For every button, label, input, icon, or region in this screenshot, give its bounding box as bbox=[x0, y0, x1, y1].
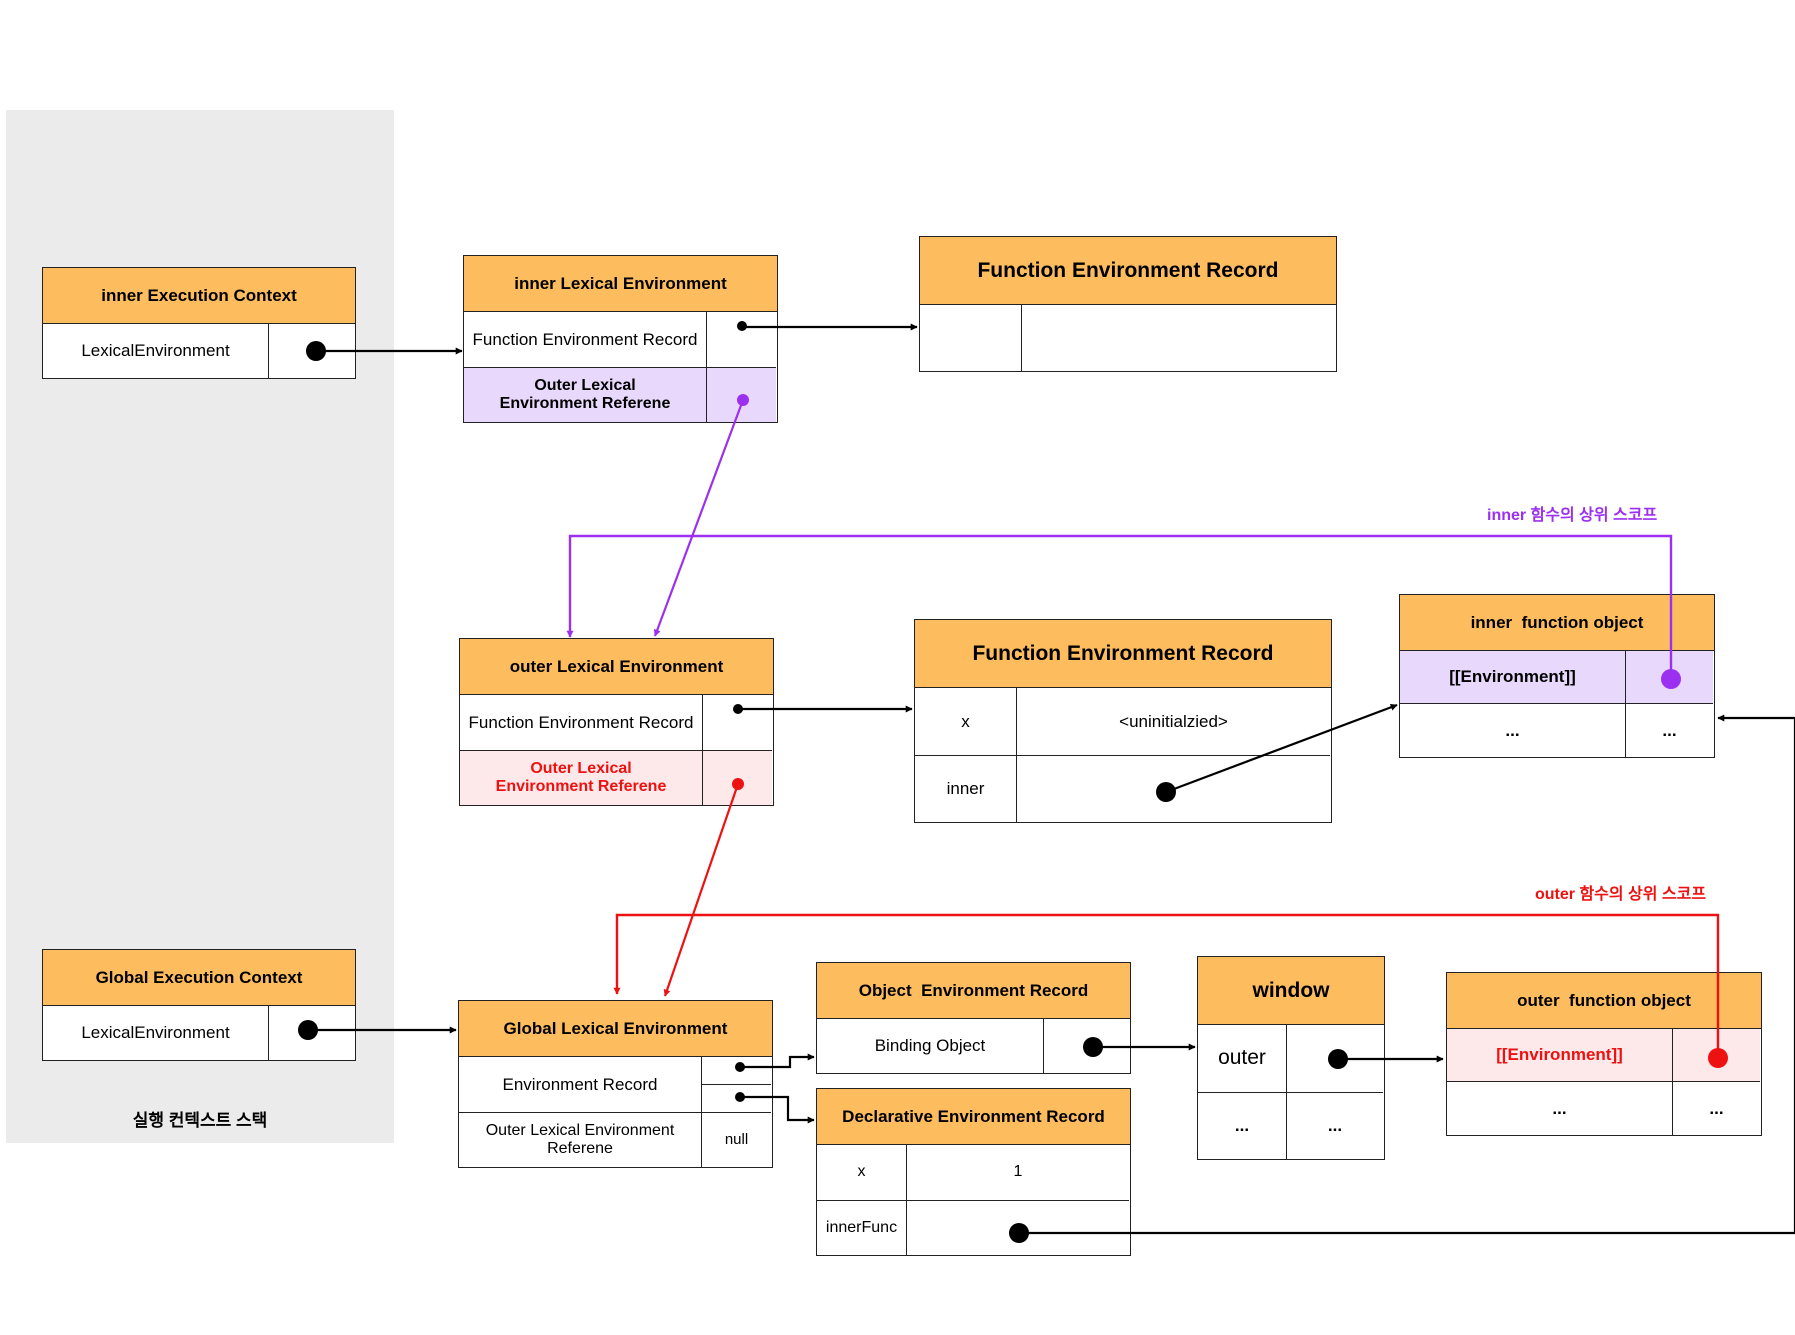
outer-fer-title: Function Environment Record bbox=[915, 620, 1331, 688]
outer-function-object: outer function object [[Environment]] ..… bbox=[1446, 972, 1762, 1136]
outer-fer-row-inner-key: inner bbox=[915, 755, 1016, 822]
global-le-record-label: Environment Record bbox=[502, 1074, 658, 1094]
outer-le-record-pointer-cell bbox=[702, 695, 772, 750]
declarative-er-row-x-key: x bbox=[857, 1163, 866, 1181]
global-le-record-pointer-bottom-cell bbox=[701, 1085, 771, 1112]
global-le-outer-ref-label: Outer Lexical Environment Referene bbox=[459, 1112, 701, 1167]
inner-ec-lexical-environment-label: LexicalEnvironment bbox=[81, 341, 230, 361]
inner-fer-title: Function Environment Record bbox=[920, 237, 1336, 305]
arrow-inner-outer-ref-to-outer-le bbox=[653, 399, 745, 637]
window-outer-pointer-cell bbox=[1286, 1025, 1383, 1092]
window-outer-key: outer bbox=[1218, 1046, 1266, 1070]
inner-fo-more-key: ... bbox=[1400, 703, 1625, 757]
global-ec-lexical-environment-label: LexicalEnvironment bbox=[81, 1023, 230, 1043]
outer-fo-title: outer function object bbox=[1447, 973, 1761, 1029]
global-execution-context: Global Execution Context LexicalEnvironm… bbox=[42, 949, 356, 1061]
outer-le-title: outer Lexical Environment bbox=[460, 639, 773, 695]
outer-function-environment-record: Function Environment Record x <uninitial… bbox=[914, 619, 1332, 823]
outer-fer-row-x-key: x bbox=[961, 711, 970, 731]
object-er-title: Object Environment Record bbox=[817, 963, 1130, 1019]
object-environment-record: Object Environment Record Binding Object bbox=[816, 962, 1131, 1074]
declarative-er-title: Declarative Environment Record bbox=[817, 1089, 1130, 1145]
inner-le-record-label: Function Environment Record bbox=[472, 329, 698, 349]
execution-context-stack-label: 실행 컨텍스트 스택 bbox=[132, 1111, 268, 1130]
inner-fo-environment-label: [[Environment]] bbox=[1400, 651, 1625, 703]
inner-scope-note: inner 함수의 상위 스코프 bbox=[1487, 507, 1658, 524]
inner-execution-context: inner Execution Context LexicalEnvironme… bbox=[42, 267, 356, 379]
inner-function-environment-record: Function Environment Record bbox=[919, 236, 1337, 372]
global-le-title: Global Lexical Environment bbox=[459, 1001, 772, 1057]
inner-fo-title: inner function object bbox=[1400, 595, 1714, 651]
window-title: window bbox=[1198, 957, 1384, 1025]
declarative-er-row-innerfunc-value bbox=[906, 1200, 1129, 1255]
inner-fer-key-cell bbox=[920, 305, 1021, 371]
window-more-value: ... bbox=[1286, 1092, 1383, 1159]
declarative-environment-record: Declarative Environment Record x 1 inner… bbox=[816, 1088, 1131, 1256]
outer-lexical-environment: outer Lexical Environment Function Envir… bbox=[459, 638, 774, 806]
inner-fo-environment-pointer-cell bbox=[1625, 651, 1713, 703]
outer-le-record-label: Function Environment Record bbox=[468, 712, 694, 732]
outer-fer-row-inner-value bbox=[1016, 755, 1330, 822]
inner-fer-value-cell bbox=[1021, 305, 1335, 371]
arrow-outer-outer-ref-to-global-le bbox=[663, 783, 740, 997]
outer-fo-environment-pointer-cell bbox=[1672, 1029, 1760, 1081]
inner-ec-pointer-cell bbox=[268, 324, 354, 378]
declarative-er-row-innerfunc-key: innerFunc bbox=[817, 1200, 906, 1255]
window-object: window outer ... ... bbox=[1197, 956, 1385, 1160]
outer-le-outer-ref-label: Outer Lexical Environment Referene bbox=[460, 750, 702, 805]
inner-fo-more-value: ... bbox=[1625, 703, 1713, 757]
inner-execution-context-title: inner Execution Context bbox=[43, 268, 355, 324]
outer-fer-row-x-value: <uninitialzied> bbox=[1016, 688, 1330, 755]
global-lexical-environment: Global Lexical Environment Environment R… bbox=[458, 1000, 773, 1168]
global-execution-context-title: Global Execution Context bbox=[43, 950, 355, 1006]
outer-fo-more-value: ... bbox=[1672, 1081, 1760, 1135]
object-er-binding-pointer-cell bbox=[1043, 1019, 1129, 1073]
outer-le-outer-ref-pointer-cell bbox=[702, 750, 772, 805]
inner-le-title: inner Lexical Environment bbox=[464, 256, 777, 312]
inner-le-outer-ref-label: Outer Lexical Environment Referene bbox=[464, 367, 706, 422]
outer-fo-environment-label: [[Environment]] bbox=[1447, 1029, 1672, 1081]
declarative-er-row-x-value: 1 bbox=[906, 1145, 1129, 1200]
object-er-binding-label: Binding Object bbox=[874, 1036, 986, 1056]
window-more-key: ... bbox=[1198, 1092, 1286, 1159]
outer-scope-note: outer 함수의 상위 스코프 bbox=[1535, 886, 1707, 903]
inner-function-object: inner function object [[Environment]] ..… bbox=[1399, 594, 1715, 758]
global-le-record-pointer-top-cell bbox=[701, 1057, 771, 1085]
outer-fo-more-key: ... bbox=[1447, 1081, 1672, 1135]
global-ec-pointer-cell bbox=[268, 1006, 354, 1060]
inner-le-record-pointer-cell bbox=[706, 312, 776, 367]
inner-le-outer-ref-pointer-cell bbox=[706, 367, 776, 422]
global-le-outer-ref-value: null bbox=[701, 1112, 771, 1167]
inner-lexical-environment: inner Lexical Environment Function Envir… bbox=[463, 255, 778, 423]
